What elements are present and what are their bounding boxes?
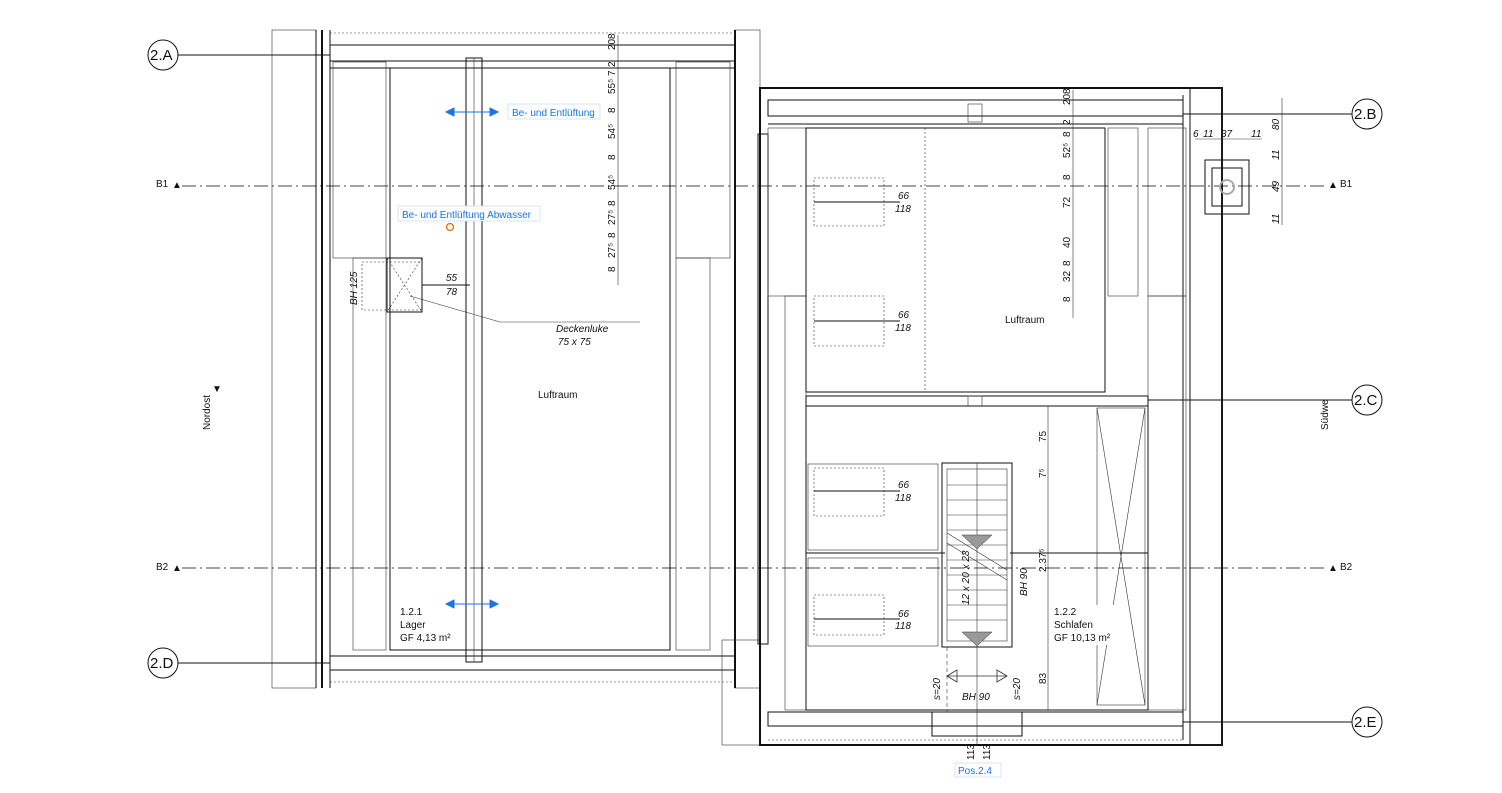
svg-text:54⁵: 54⁵ xyxy=(607,175,618,190)
svg-text:s=20: s=20 xyxy=(932,678,943,700)
room-name-left: Lager xyxy=(400,620,426,631)
svg-text:2.A: 2.A xyxy=(150,47,173,64)
staircase: 12 x 20 x 23 BH 90 s=20 s=20 BH 90 113 1… xyxy=(932,462,1030,778)
orientation-right: Südwe xyxy=(1320,399,1331,430)
svg-text:11: 11 xyxy=(1203,129,1213,140)
svg-text:s=20: s=20 xyxy=(1012,678,1023,700)
ventilation-label: Be- und Entlüftung xyxy=(512,108,595,119)
svg-text:11: 11 xyxy=(1251,129,1261,140)
room-area-left: GF 4,13 m² xyxy=(400,633,451,644)
svg-text:2.E: 2.E xyxy=(1354,714,1377,731)
void-label-right: Luftraum xyxy=(1005,315,1044,326)
svg-text:118: 118 xyxy=(895,323,911,334)
svg-text:8: 8 xyxy=(1062,296,1073,302)
svg-text:27⁵: 27⁵ xyxy=(607,243,618,258)
svg-text:37: 37 xyxy=(1221,129,1233,140)
ventilation-waste-label: Be- und Entlüftung Abwasser xyxy=(402,210,532,221)
svg-text:113: 113 xyxy=(966,744,977,760)
svg-text:118: 118 xyxy=(895,493,911,504)
svg-text:40: 40 xyxy=(1062,236,1073,248)
svg-text:BH 90: BH 90 xyxy=(1019,568,1030,596)
hatch-label: Deckenluke xyxy=(556,324,609,335)
svg-text:20: 20 xyxy=(607,38,618,50)
svg-text:8: 8 xyxy=(1062,260,1073,266)
svg-text:B1: B1 xyxy=(156,179,169,190)
svg-text:8: 8 xyxy=(607,266,618,272)
dimension-chain-right: 20 8 2 52⁵ 8 8 72 40 8 32 8 xyxy=(1062,88,1073,302)
svg-text:8: 8 xyxy=(1062,174,1073,180)
svg-text:2.D: 2.D xyxy=(150,655,174,672)
svg-text:2.C: 2.C xyxy=(1354,392,1378,409)
svg-text:7: 7 xyxy=(607,70,618,76)
svg-text:▼: ▼ xyxy=(212,384,222,395)
svg-text:72: 72 xyxy=(1062,196,1073,208)
svg-text:55: 55 xyxy=(446,273,458,284)
svg-text:55⁵: 55⁵ xyxy=(607,79,618,94)
bh125-label: BH 125 xyxy=(349,271,360,305)
room-area-right: GF 10,13 m² xyxy=(1054,633,1111,644)
svg-text:▲: ▲ xyxy=(172,563,182,574)
svg-text:118: 118 xyxy=(895,621,911,632)
svg-text:66: 66 xyxy=(898,480,910,491)
svg-text:20: 20 xyxy=(1062,93,1073,105)
svg-text:2: 2 xyxy=(1062,119,1073,125)
svg-text:66: 66 xyxy=(898,310,910,321)
svg-text:75 x 75: 75 x 75 xyxy=(558,337,591,348)
dimension-chain-left: 20 8 2 7 55⁵ 8 54⁵ 8 54⁵ 8 27⁵ 8 27⁵ 8 xyxy=(607,33,618,272)
svg-text:78: 78 xyxy=(446,287,458,298)
section-line-b2: B2▲ ▲B2 xyxy=(156,562,1353,574)
grid-axis-2e: 2.E xyxy=(1183,706,1383,738)
svg-text:118: 118 xyxy=(895,204,911,215)
svg-text:66: 66 xyxy=(898,191,910,202)
svg-text:11: 11 xyxy=(1271,150,1282,160)
svg-text:8: 8 xyxy=(607,154,618,160)
svg-text:83: 83 xyxy=(1038,672,1049,684)
svg-text:27⁵: 27⁵ xyxy=(607,210,618,225)
room-number-left: 1.2.1 xyxy=(400,607,423,618)
svg-text:8: 8 xyxy=(607,33,618,39)
grid-axis-2b: 2.B xyxy=(1183,98,1383,130)
svg-text:113: 113 xyxy=(982,744,993,760)
svg-text:2.37⁵: 2.37⁵ xyxy=(1038,548,1049,572)
svg-text:▲: ▲ xyxy=(172,180,182,191)
left-building: Be- und Entlüftung Be- und Entlüftung Ab… xyxy=(271,29,761,689)
svg-text:8: 8 xyxy=(607,107,618,113)
svg-text:B2: B2 xyxy=(156,562,169,573)
svg-text:12 x 20 x 23: 12 x 20 x 23 xyxy=(961,550,972,605)
svg-text:▲: ▲ xyxy=(1328,563,1338,574)
svg-text:75: 75 xyxy=(1038,430,1049,442)
svg-text:BH 90: BH 90 xyxy=(962,692,990,703)
svg-text:2.B: 2.B xyxy=(1354,106,1377,123)
svg-text:52⁵: 52⁵ xyxy=(1062,143,1073,158)
section-line-b1: B1▲ ▲B1 xyxy=(156,179,1353,191)
svg-text:8: 8 xyxy=(1062,88,1073,94)
orientation-left: Nordost xyxy=(202,395,213,430)
svg-text:49: 49 xyxy=(1271,180,1282,192)
room-number-right: 1.2.2 xyxy=(1054,607,1077,618)
svg-text:11: 11 xyxy=(1271,214,1282,224)
svg-text:6: 6 xyxy=(1193,129,1199,140)
svg-text:66: 66 xyxy=(898,609,910,620)
room-name-right: Schlafen xyxy=(1054,620,1093,631)
svg-text:B2: B2 xyxy=(1340,562,1353,573)
chimney: 6 11 37 11 80 11 49 11 xyxy=(1193,98,1283,225)
svg-text:8: 8 xyxy=(607,200,618,206)
svg-text:8: 8 xyxy=(607,232,618,238)
void-label-left: Luftraum xyxy=(538,390,577,401)
svg-text:32: 32 xyxy=(1062,270,1073,282)
stair-dimensions: 75 7⁵ 2.37⁵ 83 xyxy=(1038,430,1049,684)
pos-label: Pos.2.4 xyxy=(958,766,992,777)
grid-axis-2a: 2.A xyxy=(147,39,330,71)
grid-axis-2c: 2.C xyxy=(1148,384,1383,416)
svg-text:7⁵: 7⁵ xyxy=(1038,468,1049,478)
svg-text:54⁵: 54⁵ xyxy=(607,124,618,139)
svg-text:▲: ▲ xyxy=(1328,180,1338,191)
svg-text:80: 80 xyxy=(1271,118,1282,130)
svg-text:2: 2 xyxy=(607,61,618,67)
grid-axis-2d: 2.D xyxy=(147,647,330,679)
svg-text:8: 8 xyxy=(1062,131,1073,137)
svg-text:B1: B1 xyxy=(1340,179,1353,190)
